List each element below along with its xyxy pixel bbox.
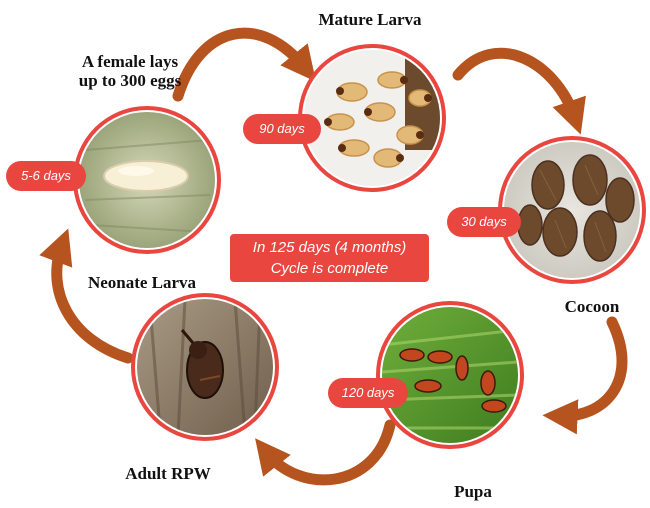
egg-photo — [73, 106, 221, 254]
label-egg-line1: A female lays — [60, 52, 200, 71]
adult-rpw-photo — [131, 293, 279, 441]
cocoon-photo — [498, 136, 646, 284]
arrow-cocoon-to-pupa — [560, 322, 622, 416]
arrow-larva-to-cocoon — [458, 53, 575, 118]
label-egg: A female lays up to 300 eggs — [60, 52, 200, 90]
arrow-pupa-to-adult — [266, 425, 390, 480]
days-badge-larva: 90 days — [243, 114, 321, 144]
cycle-summary-box: In 125 days (4 months) Cycle is complete — [230, 234, 429, 282]
label-cocoon: Cocoon — [552, 297, 632, 316]
mature-larva-photo — [298, 44, 446, 192]
days-badge-pupa: 120 days — [328, 378, 408, 408]
label-pupa: Pupa — [438, 482, 508, 501]
label-adult-rpw: Adult RPW — [108, 464, 228, 483]
cycle-summary-line1: In 125 days (4 months) — [230, 237, 429, 258]
arrow-adult-to-neonate — [57, 245, 128, 358]
pupa-photo — [376, 301, 524, 449]
days-badge-egg: 5-6 days — [6, 161, 86, 191]
label-egg-line2: up to 300 eggs — [60, 71, 200, 90]
egg-icon — [104, 161, 188, 191]
label-neonate-larva: Neonate Larva — [72, 273, 212, 292]
label-mature-larva: Mature Larva — [305, 10, 435, 29]
cycle-summary-line2: Cycle is complete — [230, 258, 429, 279]
days-badge-cocoon: 30 days — [447, 207, 521, 237]
